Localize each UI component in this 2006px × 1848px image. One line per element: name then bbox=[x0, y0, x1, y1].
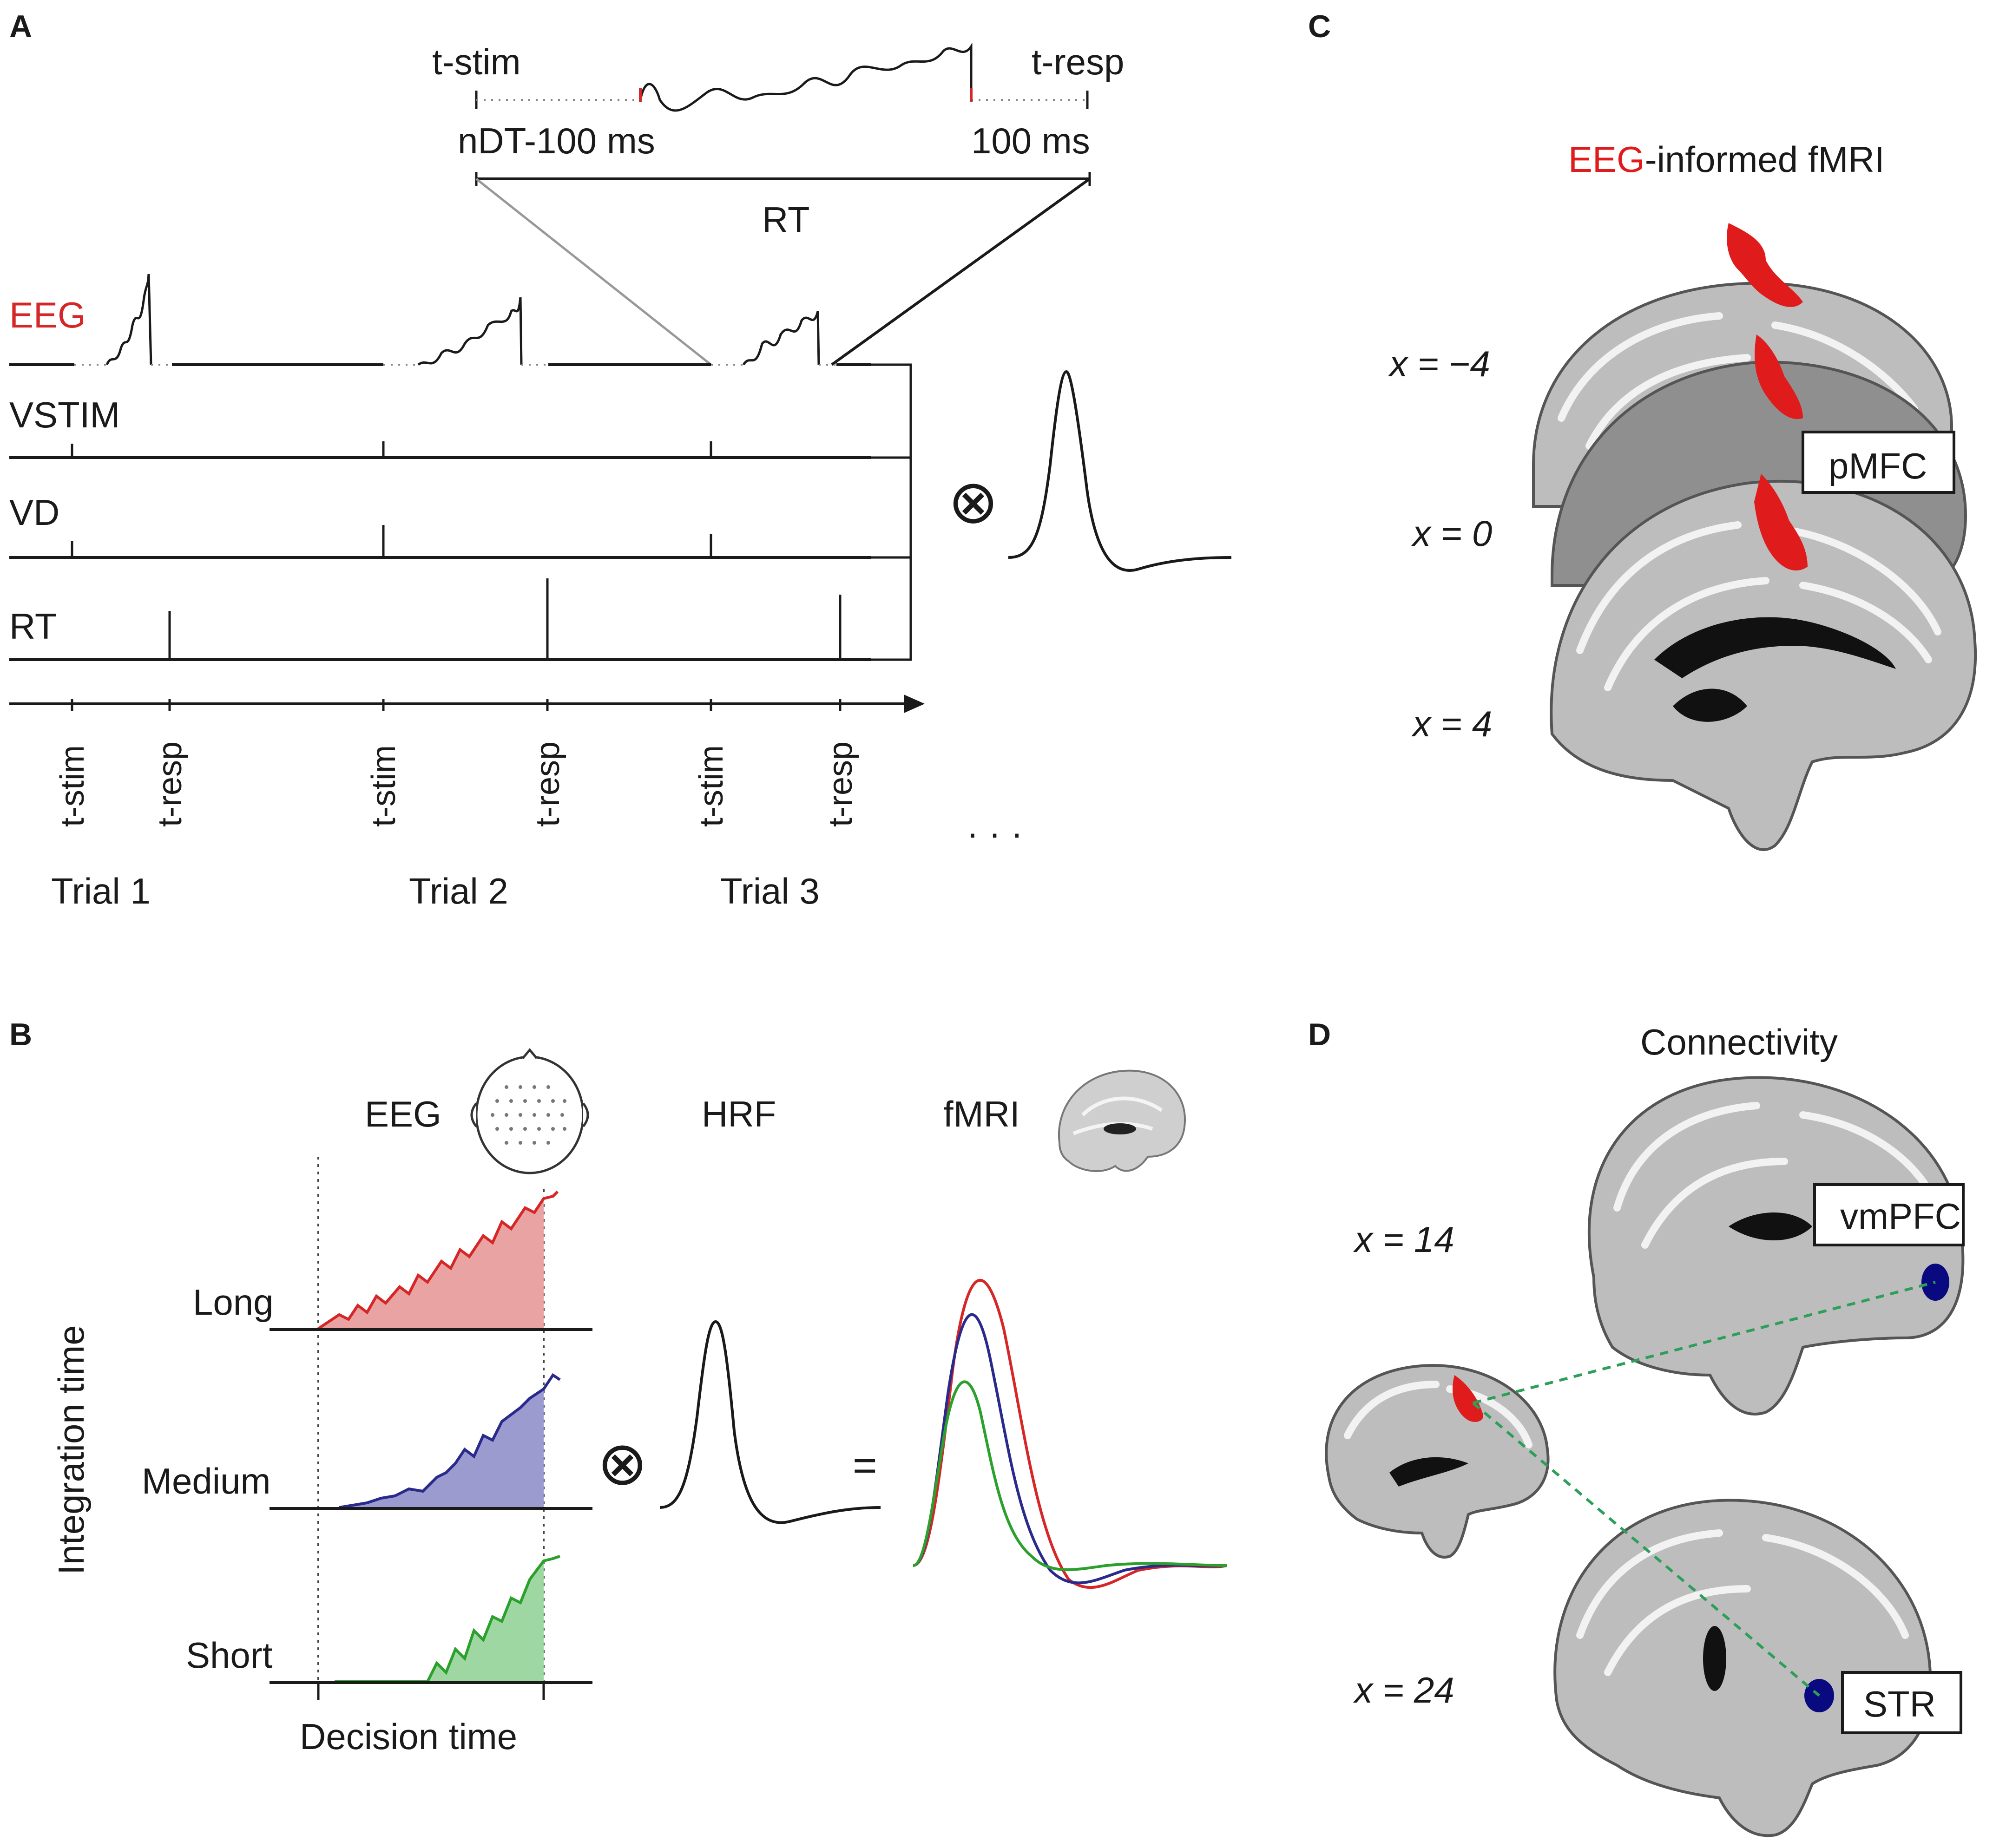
accumulation-long: Long bbox=[193, 1190, 592, 1331]
rt-row bbox=[9, 578, 871, 661]
link-seed-str bbox=[1472, 1402, 1820, 1697]
panel-c-title: EEG-informed fMRI bbox=[1568, 139, 1885, 180]
x-axis-label: Decision time bbox=[300, 1716, 517, 1757]
zoom-t-stim-label: t-stim bbox=[432, 41, 521, 82]
region-box-str bbox=[1841, 1671, 1962, 1734]
hrf-curve-b bbox=[659, 1320, 881, 1524]
continuation-ellipsis: · · · bbox=[967, 813, 1023, 853]
region-box-vmpfc bbox=[1813, 1183, 1965, 1246]
panel-d: D Connectivity vmPFC STR bbox=[1308, 1017, 1965, 1837]
panel-a-letter: A bbox=[9, 9, 32, 44]
panel-c: C EEG-informed fMRI pMFC x = −4 x = 0 x … bbox=[1308, 9, 1977, 851]
brain-slice-x-14 bbox=[1587, 1076, 1965, 1415]
tick-label-5: t-stim bbox=[693, 745, 730, 827]
time-axis-arrow bbox=[904, 695, 925, 713]
header-eeg: EEG bbox=[365, 1094, 441, 1134]
regressor-bracket bbox=[871, 363, 912, 661]
accumulation-short: Short bbox=[186, 1555, 592, 1684]
tick-label-3: t-stim bbox=[365, 745, 402, 827]
fmri-curve-short bbox=[913, 1380, 1227, 1571]
panel-c-title-eeg: EEG bbox=[1568, 139, 1645, 180]
rt-bracket-label: RT bbox=[762, 199, 810, 240]
region-label-str: STR bbox=[1863, 1684, 1936, 1724]
trial-label-1: Trial 1 bbox=[51, 871, 151, 911]
region-box-pmfc bbox=[1802, 431, 1955, 494]
panel-a: A t-stim t-resp nDT-100 ms 100 ms RT EEG… bbox=[9, 9, 1232, 911]
zoom-connector-right bbox=[831, 177, 1091, 366]
condition-label-long: Long bbox=[193, 1282, 274, 1323]
header-fmri: fMRI bbox=[943, 1094, 1020, 1134]
trial-label-3: Trial 3 bbox=[720, 871, 820, 911]
eeg-trial-1-trace bbox=[105, 274, 152, 366]
slice-label-neg4: x = −4 bbox=[1388, 343, 1490, 384]
accumulation-medium: Medium bbox=[142, 1373, 592, 1510]
tick-label-2: t-resp bbox=[151, 741, 189, 827]
slice-label-4: x = 4 bbox=[1411, 703, 1492, 744]
convolve-symbol-a: ⊗ bbox=[948, 468, 999, 536]
tick-label-1: t-stim bbox=[54, 745, 91, 827]
link-seed-vmpfc bbox=[1473, 1281, 1936, 1404]
row-label-vstim: VSTIM bbox=[9, 394, 120, 435]
panel-c-letter: C bbox=[1308, 9, 1331, 44]
vd-row bbox=[9, 525, 871, 559]
region-label-pmfc: pMFC bbox=[1828, 446, 1927, 486]
slice-label-24: x = 24 bbox=[1353, 1670, 1454, 1710]
zoom-inset: t-stim t-resp nDT-100 ms 100 ms RT bbox=[432, 41, 1124, 366]
fmri-brain-icon bbox=[1058, 1069, 1186, 1172]
eeg-trial-3-trace bbox=[742, 311, 820, 366]
slice-label-14: x = 14 bbox=[1353, 1219, 1454, 1260]
fmri-curve-long bbox=[913, 1279, 1227, 1589]
fmri-response-curves bbox=[913, 1279, 1227, 1589]
eeg-row bbox=[9, 274, 871, 366]
zoom-t-resp-label: t-resp bbox=[1032, 41, 1124, 82]
panel-b: B EEG HRF fMRI Integration time bbox=[9, 1017, 1227, 1757]
panel-b-letter: B bbox=[9, 1017, 32, 1052]
brain-slice-x-24 bbox=[1553, 1499, 1932, 1837]
zoom-eeg-trace bbox=[639, 42, 973, 112]
trial-label-2: Trial 2 bbox=[409, 871, 508, 911]
zoom-connector-left bbox=[475, 178, 712, 366]
panel-c-title-rest: -informed fMRI bbox=[1645, 139, 1885, 180]
seed-brain bbox=[1325, 1364, 1550, 1559]
brain-slice-x-4 bbox=[1550, 474, 1977, 851]
tick-label-6: t-resp bbox=[822, 741, 859, 827]
row-label-eeg: EEG bbox=[9, 295, 86, 335]
hrf-curve-a bbox=[1008, 370, 1232, 572]
header-hrf: HRF bbox=[702, 1094, 776, 1134]
slice-label-0: x = 0 bbox=[1411, 513, 1492, 554]
eeg-trial-2-trace bbox=[417, 297, 523, 366]
condition-label-medium: Medium bbox=[142, 1461, 270, 1501]
eeg-head-icon bbox=[470, 1048, 589, 1174]
y-axis-label: Integration time bbox=[51, 1325, 92, 1575]
row-label-rt: RT bbox=[9, 606, 57, 647]
row-label-vd: VD bbox=[9, 492, 59, 533]
panel-d-letter: D bbox=[1308, 1017, 1331, 1052]
tick-label-4: t-resp bbox=[529, 741, 566, 827]
zoom-right-offset: 100 ms bbox=[971, 120, 1090, 161]
equals-symbol: = bbox=[853, 1442, 877, 1489]
convolve-symbol-b: ⊗ bbox=[597, 1429, 648, 1497]
fmri-curve-medium bbox=[913, 1313, 1227, 1585]
region-label-vmpfc: vmPFC bbox=[1840, 1196, 1961, 1237]
zoom-left-offset: nDT-100 ms bbox=[458, 120, 655, 161]
panel-d-title: Connectivity bbox=[1640, 1022, 1838, 1062]
vstim-row bbox=[9, 441, 871, 459]
condition-label-short: Short bbox=[186, 1635, 273, 1676]
